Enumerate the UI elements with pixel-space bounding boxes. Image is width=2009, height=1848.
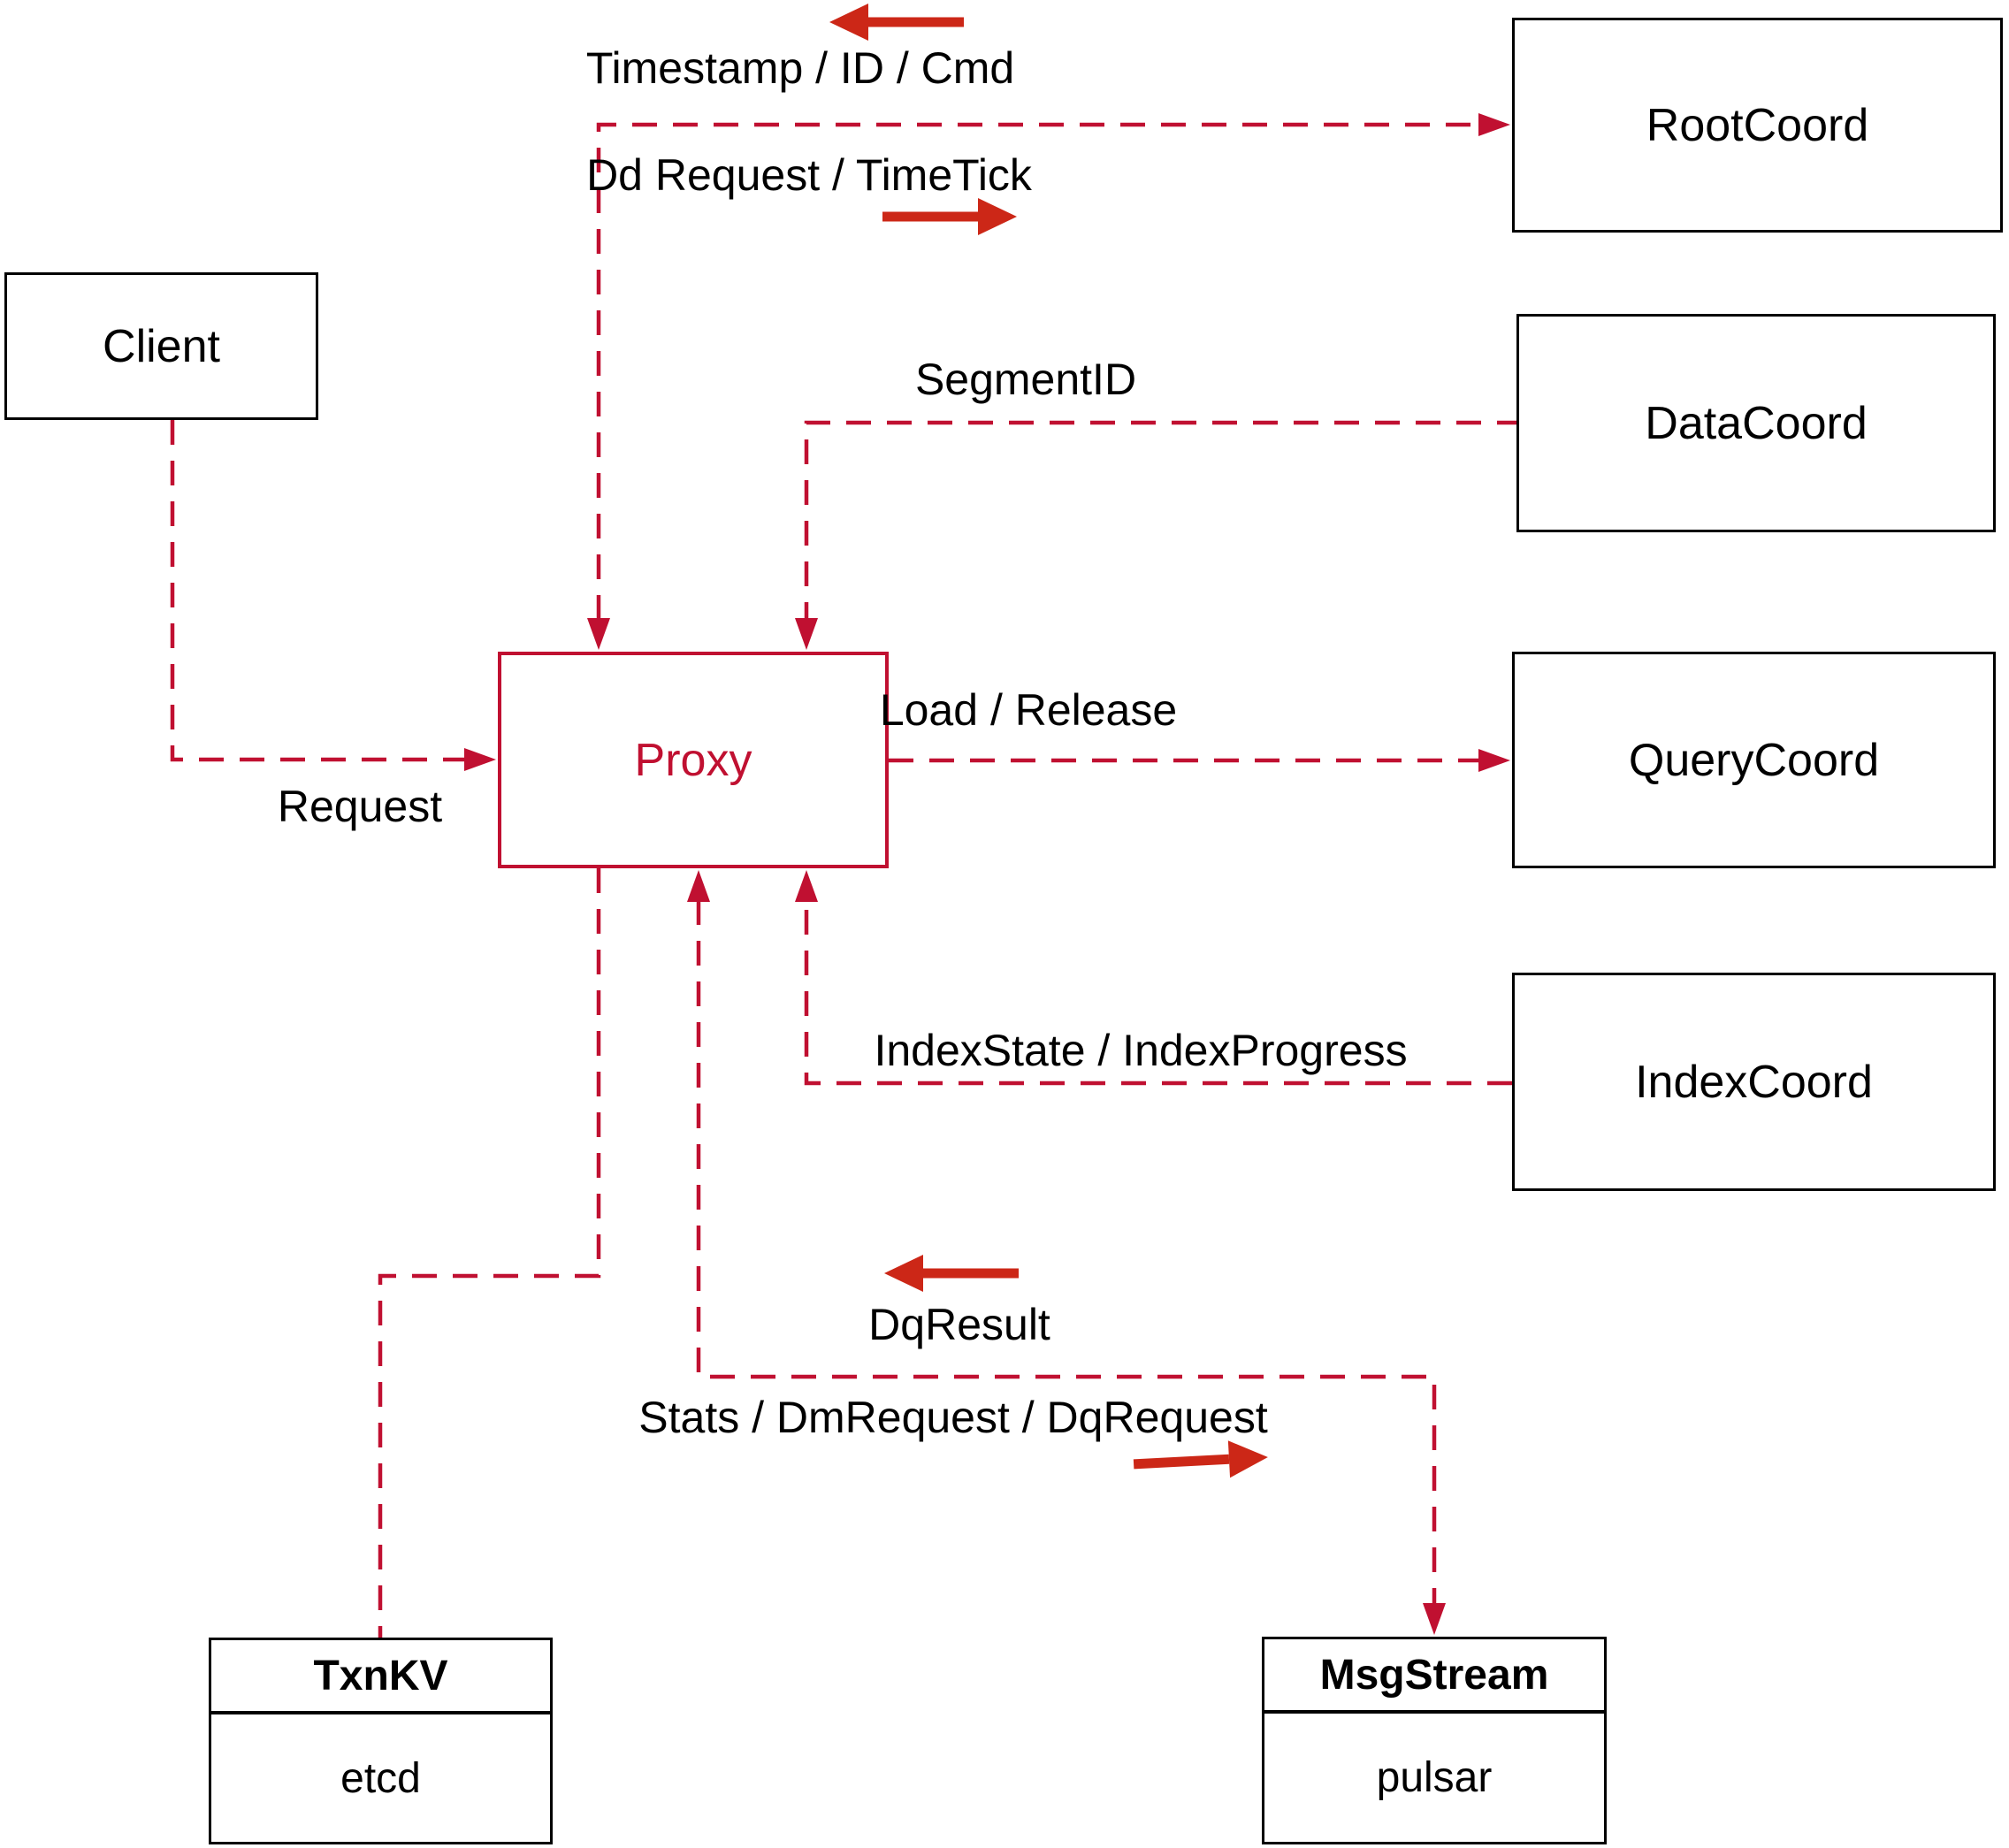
- node-rootcoord-label: RootCoord: [1646, 99, 1869, 151]
- edge-label-dqresult: DqResult: [868, 1300, 1050, 1349]
- node-msgstream: MsgStream pulsar: [1262, 1637, 1607, 1844]
- edge-label-segmentid: SegmentID: [914, 355, 1137, 404]
- node-client: Client: [4, 272, 318, 420]
- node-querycoord-label: QueryCoord: [1628, 734, 1880, 786]
- node-proxy: Proxy: [498, 652, 889, 868]
- edge-client-proxy: [170, 420, 466, 762]
- edge-label-indexstate-indexprogress: IndexState / IndexProgress: [874, 1026, 1408, 1075]
- edge-label-load-release: Load / Release: [879, 685, 1178, 735]
- node-msgstream-title: MsgStream: [1264, 1639, 1604, 1714]
- direction-arrow-left-timestamp: [829, 4, 964, 41]
- arrowhead-into-rootcoord: [1478, 113, 1510, 136]
- node-txnkv-impl: etcd: [340, 1754, 421, 1802]
- edge-label-timestamp-id-cmd: Timestamp / ID / Cmd: [585, 43, 1015, 93]
- direction-arrow-right-stats: [1133, 1440, 1268, 1478]
- edge-label-stats-dmrequest-dqrequest: Stats / DmRequest / DqRequest: [638, 1393, 1268, 1442]
- node-querycoord: QueryCoord: [1512, 652, 1996, 868]
- node-datacoord: DataCoord: [1516, 314, 1996, 532]
- edge-proxy-rootcoord: [596, 122, 1480, 620]
- node-txnkv-title: TxnKV: [211, 1640, 550, 1714]
- node-indexcoord-label: IndexCoord: [1635, 1056, 1873, 1108]
- node-indexcoord: IndexCoord: [1512, 973, 1996, 1191]
- arrowhead-into-querycoord: [1478, 749, 1510, 772]
- edge-proxy-txnkv: [378, 868, 601, 1638]
- edge-proxy-msgstream: [696, 900, 1437, 1605]
- node-rootcoord: RootCoord: [1512, 18, 2003, 233]
- edge-datacoord-proxy: [804, 420, 1522, 620]
- node-proxy-label: Proxy: [634, 734, 752, 786]
- edge-label-dd-request-timetick: Dd Request / TimeTick: [586, 150, 1032, 200]
- arrowhead-into-proxy-bottom-mid: [687, 870, 710, 902]
- node-msgstream-impl: pulsar: [1376, 1754, 1493, 1801]
- edge-label-request: Request: [277, 782, 443, 831]
- arrowhead-into-proxy-bottom-right: [795, 870, 818, 902]
- arrowhead-into-proxy-top-right: [795, 618, 818, 650]
- node-txnkv: TxnKV etcd: [209, 1638, 553, 1844]
- node-client-label: Client: [103, 320, 220, 372]
- direction-arrow-left-dqresult: [884, 1255, 1019, 1292]
- arrowhead-into-msgstream: [1423, 1603, 1446, 1635]
- edge-indexcoord-proxy: [804, 900, 1512, 1086]
- arrowhead-into-proxy-left: [464, 748, 496, 771]
- arrowhead-into-proxy-top-left: [587, 618, 610, 650]
- node-datacoord-label: DataCoord: [1645, 397, 1868, 449]
- direction-arrow-right-ddrequest: [882, 198, 1017, 235]
